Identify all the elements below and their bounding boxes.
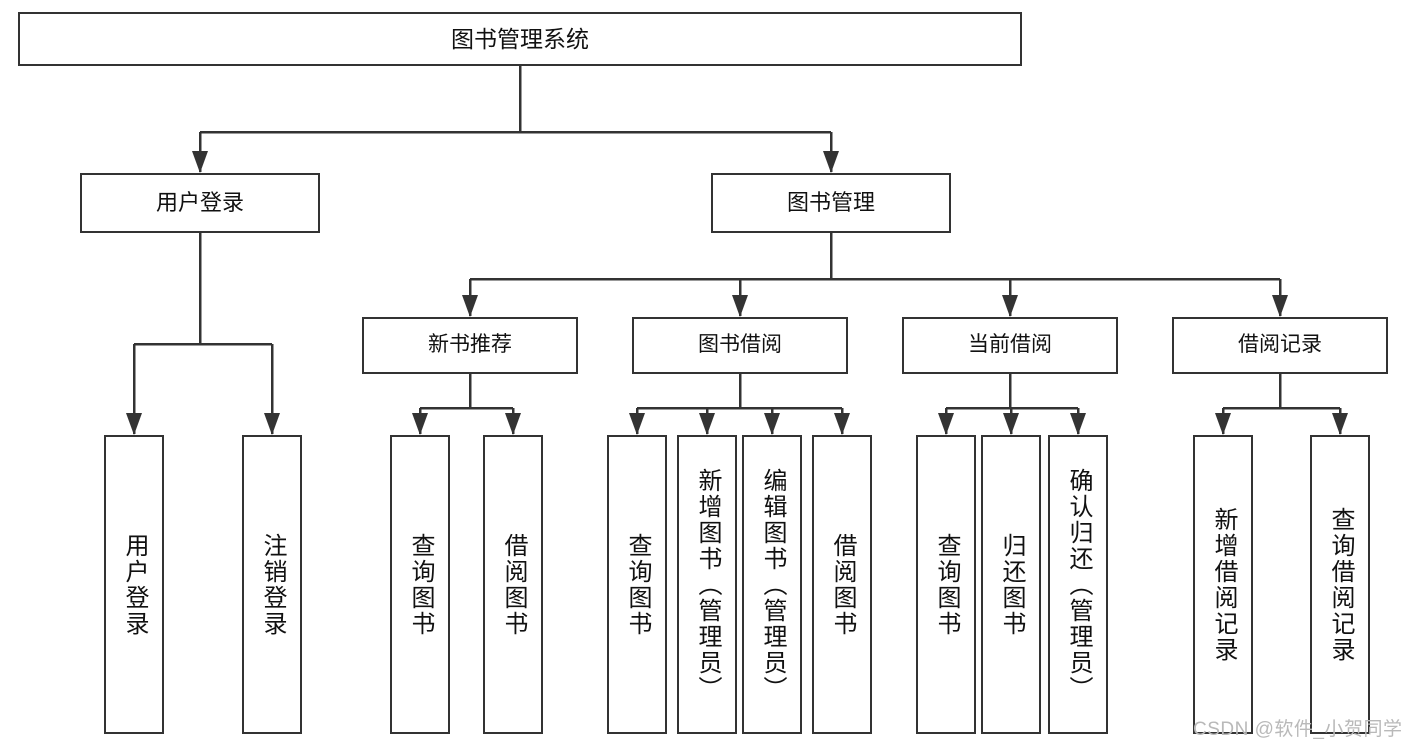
edge-arrowhead <box>1272 295 1288 317</box>
node-book-borrow[interactable]: 图书借阅 <box>632 317 848 374</box>
node-leaf-user-logout[interactable]: 注销登录 <box>242 435 302 734</box>
node-label: 图书管理 <box>786 190 875 216</box>
node-label: 查询图书 <box>407 532 434 637</box>
node-leaf-edit-book[interactable]: 编辑图书（管理员） <box>742 435 802 734</box>
edge-arrowhead <box>629 413 645 435</box>
node-leaf-borrow-book-1[interactable]: 借阅图书 <box>483 435 543 734</box>
edge-arrowhead <box>126 413 142 435</box>
node-new-book-recommend[interactable]: 新书推荐 <box>362 317 578 374</box>
edge-arrowhead <box>412 413 428 435</box>
edge-arrowhead <box>505 413 521 435</box>
node-label: 编辑图书（管理员） <box>759 467 786 702</box>
edge-arrowhead <box>1332 413 1348 435</box>
node-label: 用户登录 <box>155 190 244 216</box>
node-current-borrow[interactable]: 当前借阅 <box>902 317 1118 374</box>
node-leaf-add-book[interactable]: 新增图书（管理员） <box>677 435 737 734</box>
node-label: 注销登录 <box>259 532 286 637</box>
edge-arrowhead <box>192 151 208 173</box>
node-leaf-return-book[interactable]: 归还图书 <box>981 435 1041 734</box>
node-root[interactable]: 图书管理系统 <box>18 12 1022 66</box>
node-label: 借阅图书 <box>829 532 856 637</box>
node-leaf-query-book-3[interactable]: 查询图书 <box>916 435 976 734</box>
node-leaf-user-login[interactable]: 用户登录 <box>104 435 164 734</box>
node-label: 新书推荐 <box>428 333 512 357</box>
edge-arrowhead <box>462 295 478 317</box>
edge-arrowhead <box>1070 413 1086 435</box>
node-leaf-borrow-book-2[interactable]: 借阅图书 <box>812 435 872 734</box>
node-label: 新增借阅记录 <box>1210 506 1237 663</box>
edge-arrowhead <box>764 413 780 435</box>
node-leaf-add-borrow-record[interactable]: 新增借阅记录 <box>1193 435 1253 734</box>
edge-arrowhead <box>834 413 850 435</box>
edge-arrowhead <box>732 295 748 317</box>
node-borrow-record[interactable]: 借阅记录 <box>1172 317 1388 374</box>
node-leaf-confirm-return[interactable]: 确认归还（管理员） <box>1048 435 1108 734</box>
node-label: 确认归还（管理员） <box>1065 467 1092 702</box>
node-book-manage[interactable]: 图书管理 <box>711 173 951 233</box>
node-label: 借阅记录 <box>1238 333 1322 357</box>
node-leaf-query-book-2[interactable]: 查询图书 <box>607 435 667 734</box>
node-label: 当前借阅 <box>968 333 1052 357</box>
edge-arrowhead <box>823 151 839 173</box>
node-label: 图书管理系统 <box>451 25 589 52</box>
node-leaf-query-book-1[interactable]: 查询图书 <box>390 435 450 734</box>
node-label: 借阅图书 <box>500 532 527 637</box>
node-label: 新增图书（管理员） <box>694 467 721 702</box>
node-leaf-query-borrow-record[interactable]: 查询借阅记录 <box>1310 435 1370 734</box>
edge-arrowhead <box>1003 413 1019 435</box>
node-label: 查询图书 <box>624 532 651 637</box>
node-user-login[interactable]: 用户登录 <box>80 173 320 233</box>
node-label: 查询图书 <box>933 532 960 637</box>
edge-arrowhead <box>1215 413 1231 435</box>
edge-arrowhead <box>699 413 715 435</box>
node-label: 归还图书 <box>998 532 1025 637</box>
watermark: CSDN @软件_小贺同学 <box>1193 719 1403 740</box>
edge-arrowhead <box>264 413 280 435</box>
node-label: 查询借阅记录 <box>1327 506 1354 663</box>
node-label: 用户登录 <box>121 532 148 637</box>
edge-arrowhead <box>1002 295 1018 317</box>
node-label: 图书借阅 <box>698 333 782 357</box>
edge-arrowhead <box>938 413 954 435</box>
